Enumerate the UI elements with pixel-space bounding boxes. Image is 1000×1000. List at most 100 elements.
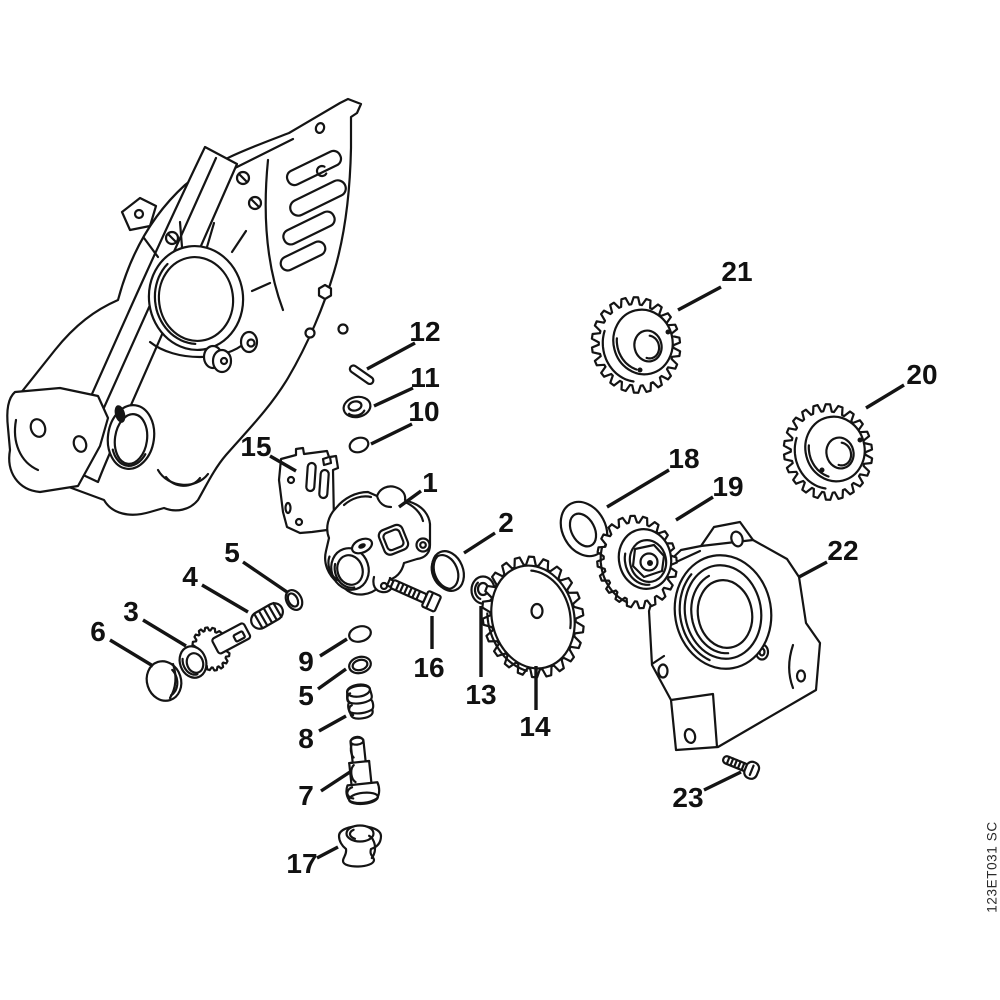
grommet-17-hole-shade: [348, 828, 357, 840]
cap-6-shade: [169, 668, 179, 697]
leader-line-part-23: [703, 770, 742, 792]
leader-line-part-2: [463, 531, 496, 555]
leader-line-part-21: [677, 285, 722, 312]
part-callout-21: 21: [721, 256, 753, 287]
spring-4-drawing: [250, 601, 284, 630]
washer-13-shade: [473, 581, 482, 600]
part-callout-14: 14: [519, 711, 551, 742]
leader-line-part-18: [606, 468, 670, 509]
ring-2-shade: [432, 555, 452, 590]
ring-5a-drawing: [284, 588, 304, 612]
leader-line-part-20: [865, 383, 905, 410]
leader-line-part-5-second: [317, 667, 347, 691]
gear-21-drawing: [590, 296, 682, 394]
part-callout-15: 15: [240, 431, 272, 462]
part-callout-1: 1: [422, 467, 438, 498]
cover-bore-shade-1: [690, 574, 730, 655]
sprocket-14-drawing: [481, 555, 585, 679]
gear-19-teeth-shade: [599, 546, 629, 604]
part-callout-4: 4: [182, 561, 198, 592]
screw-3-shade: [181, 657, 199, 676]
leader-line-part-22: [798, 560, 828, 579]
gear-20-shade-2: [807, 444, 830, 478]
gear-21-shade-1: [601, 329, 635, 383]
part-callout-2: 2: [498, 507, 514, 538]
part-callout-13: 13: [465, 679, 497, 710]
part-callout-10: 10: [408, 396, 440, 427]
pin-12-drawing: [348, 364, 375, 386]
leader-line-part-3: [142, 618, 187, 648]
leader-line-part-19: [675, 495, 714, 522]
piston-8-shade-2: [348, 704, 355, 717]
crankcase-drawing: [6, 97, 363, 516]
screw-23-drawing: [722, 755, 761, 780]
sprocket-14-teeth-shade: [486, 612, 528, 672]
piston-8-drawing: [346, 683, 375, 720]
washer-13-drawing: [470, 575, 496, 605]
gear-20-hole-arc: [837, 441, 853, 467]
leader-line-part-10: [370, 422, 413, 446]
gear-19-face-shade: [623, 552, 651, 586]
part-callout-8: 8: [298, 723, 314, 754]
part-callout-7: 7: [298, 780, 314, 811]
leader-line-part-1: [398, 489, 422, 509]
gear-21-hole-arc: [645, 334, 661, 360]
part-callout-20: 20: [906, 359, 938, 390]
washer-11-drawing: [342, 395, 372, 419]
leader-line-part-11: [373, 386, 414, 408]
screw-16-drawing: [385, 577, 442, 613]
part-callout-22: 22: [827, 535, 859, 566]
cover-bore-shade-2: [678, 573, 711, 662]
part-callout-23: 23: [672, 782, 704, 813]
part-callout-6: 6: [90, 616, 106, 647]
leader-line-part-4: [201, 583, 249, 614]
case-bore-shade: [153, 262, 197, 345]
leader-line-part-9: [319, 637, 348, 658]
plunger-7-shade-2: [346, 786, 355, 800]
ring-5b-drawing: [348, 655, 372, 675]
leader-lines-layer: [109, 285, 905, 860]
ring-2-drawing: [430, 550, 465, 592]
c-hole: [315, 164, 328, 178]
part-callout-18: 18: [668, 443, 700, 474]
part-callout-3: 3: [123, 596, 139, 627]
part-callout-9: 9: [298, 646, 314, 677]
oring-10-drawing: [348, 436, 370, 454]
washer-11-shade: [348, 409, 366, 417]
gear-20-shade-1: [793, 436, 827, 490]
cap-6-drawing: [145, 660, 183, 702]
part-callout-5-first: 5: [224, 537, 240, 568]
seal-18-drawing: [559, 500, 609, 558]
leader-line-part-15: [269, 454, 297, 473]
leader-line-part-7: [320, 770, 351, 793]
grommet-17-drawing: [337, 824, 383, 868]
grommet-17-side-shade: [368, 834, 377, 860]
case-lower-bore-shade: [111, 448, 147, 467]
part-callout-5-second: 5: [298, 680, 314, 711]
cover-22-drawing: [647, 520, 822, 752]
oil-pump-1-drawing: [324, 485, 432, 596]
leader-line-part-8: [318, 714, 347, 733]
leader-line-part-12: [366, 341, 416, 371]
part-callout-11: 11: [410, 362, 440, 393]
leader-line-part-5-first: [242, 560, 288, 594]
pump-left-shade: [327, 555, 341, 582]
plunger-7-shade-1: [350, 764, 357, 784]
part-callout-12: 12: [409, 316, 441, 347]
sprocket-14-rim-shade: [530, 569, 572, 630]
adjusting-screw-3-drawing: [178, 622, 252, 679]
part-callout-17: 17: [286, 848, 318, 879]
oring-9-drawing: [348, 625, 372, 643]
gear-20-drawing: [782, 403, 874, 501]
part-callout-16: 16: [413, 652, 445, 683]
worm-gear-19-drawing: [596, 514, 678, 610]
leader-line-part-17: [316, 845, 339, 860]
gear-21-shade-2: [615, 337, 638, 371]
plunger-7-shade-3: [349, 742, 355, 759]
piston-8-shade-1: [346, 692, 353, 705]
watermark: 123ET031 SC: [984, 821, 1000, 913]
plunger-7-drawing: [345, 735, 381, 806]
leader-line-part-6: [109, 638, 154, 668]
